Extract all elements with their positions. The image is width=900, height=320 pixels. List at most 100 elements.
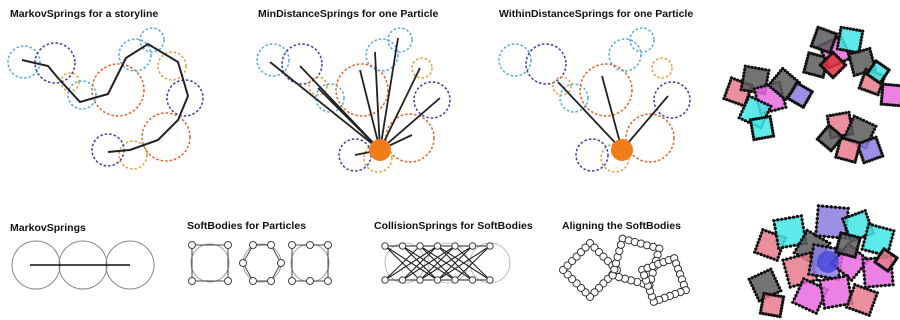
softbody-bead bbox=[744, 100, 748, 104]
softbody-bead bbox=[741, 106, 746, 111]
softbody-bead bbox=[836, 147, 840, 151]
softbody-bead bbox=[770, 231, 775, 235]
softbody-bead bbox=[762, 115, 767, 119]
softbody-bead bbox=[864, 212, 868, 216]
softbody-bead bbox=[770, 313, 774, 317]
softbody-bead bbox=[753, 290, 757, 294]
markov-storyline-label: MarkovSprings for a storyline bbox=[10, 8, 159, 20]
collision-node bbox=[381, 242, 389, 250]
softbody-node bbox=[324, 277, 332, 285]
softbody-bead bbox=[846, 278, 850, 282]
softbody-bead bbox=[751, 135, 756, 139]
softbody-bead bbox=[784, 105, 788, 109]
softbody-bead bbox=[797, 287, 801, 291]
softbody-bead bbox=[878, 225, 882, 229]
softbody-bead bbox=[817, 47, 821, 51]
softbody-bead bbox=[834, 152, 839, 156]
softbody-bead bbox=[875, 156, 880, 160]
softbody-bead bbox=[852, 275, 856, 280]
softbody-bead bbox=[835, 32, 839, 36]
softbody-bead bbox=[859, 81, 863, 85]
softbody-bead bbox=[779, 249, 783, 253]
softbody-bead bbox=[803, 65, 807, 69]
softbody-bead bbox=[860, 78, 864, 82]
softbody-bead bbox=[846, 52, 851, 56]
softbody-bead bbox=[728, 99, 732, 103]
softbody-bead bbox=[802, 70, 806, 74]
softbody-bead bbox=[831, 113, 836, 117]
softbody-bead bbox=[757, 237, 761, 241]
softbody-bead bbox=[786, 277, 790, 281]
softbody-bead bbox=[780, 106, 784, 110]
softbody-bead bbox=[829, 205, 833, 209]
softbody-bead bbox=[878, 146, 882, 150]
softbody-bead bbox=[776, 255, 780, 259]
softbody-bead bbox=[793, 83, 798, 87]
softbody-bead bbox=[794, 302, 798, 306]
softbody-bead bbox=[817, 304, 822, 309]
softbody-bead bbox=[795, 290, 800, 294]
softbody-node bbox=[306, 277, 314, 285]
softbody-bead bbox=[853, 139, 857, 143]
softbody-bead bbox=[852, 286, 856, 290]
softbody-bead bbox=[782, 262, 786, 266]
softbody-bead bbox=[879, 149, 883, 153]
softbody-bead bbox=[850, 139, 854, 143]
within-ring bbox=[608, 38, 642, 72]
softbody-bead bbox=[839, 25, 843, 29]
softbody-bead bbox=[743, 64, 747, 68]
softbody-bead bbox=[853, 51, 857, 55]
softbody-bead bbox=[863, 281, 867, 285]
within-ring bbox=[575, 138, 609, 172]
softbody-bead bbox=[847, 110, 851, 114]
softbody-bead bbox=[760, 116, 764, 120]
softbody-bead bbox=[805, 278, 809, 282]
softbody-bead bbox=[766, 268, 770, 273]
softbody-bead bbox=[756, 251, 760, 255]
softbody-bead bbox=[766, 72, 770, 76]
softbody-bead bbox=[838, 47, 843, 52]
softbody-bead bbox=[859, 285, 863, 289]
softbody-bead bbox=[830, 277, 834, 281]
softbody-bead bbox=[776, 294, 780, 298]
softbody-bead bbox=[771, 131, 775, 135]
softbody-bead bbox=[777, 246, 781, 250]
softbody-bead bbox=[858, 117, 863, 121]
softbody-bead bbox=[848, 58, 852, 62]
softbody-bead bbox=[819, 301, 823, 305]
min-ring bbox=[413, 81, 451, 119]
softbody-bead bbox=[857, 270, 861, 274]
collision-spring bbox=[437, 245, 491, 281]
softbody-bead bbox=[853, 234, 857, 238]
softbody-bead bbox=[864, 312, 868, 316]
softbody-bead bbox=[839, 157, 843, 161]
softbody-node bbox=[224, 277, 232, 285]
collision-spring bbox=[402, 245, 456, 281]
softbody-bead bbox=[740, 110, 744, 114]
softbody-node bbox=[267, 241, 275, 249]
softbody-bead bbox=[847, 286, 852, 290]
softbody-bead bbox=[866, 138, 870, 142]
softbody-bead bbox=[853, 283, 857, 287]
softbody-bead bbox=[846, 126, 851, 131]
softbody-bead bbox=[754, 94, 758, 98]
softbody-bead bbox=[773, 276, 777, 280]
softbody-bead bbox=[872, 127, 877, 131]
softbody-bead bbox=[722, 97, 726, 101]
softbody-bead bbox=[774, 89, 778, 93]
softbody-bead bbox=[859, 49, 863, 53]
softbody-bead bbox=[850, 254, 854, 259]
softbody-bead bbox=[734, 101, 738, 105]
softbody-bead bbox=[853, 255, 857, 259]
softbody-bead bbox=[818, 54, 822, 58]
softbody-bead bbox=[769, 256, 773, 260]
softbody-bead bbox=[747, 65, 751, 69]
softbody-bead bbox=[889, 83, 894, 87]
min-ring bbox=[363, 143, 393, 173]
softbody-bead bbox=[871, 91, 875, 95]
softbody-bead bbox=[845, 274, 850, 278]
softbody-bead bbox=[775, 74, 779, 78]
softbody-bead bbox=[892, 229, 896, 233]
